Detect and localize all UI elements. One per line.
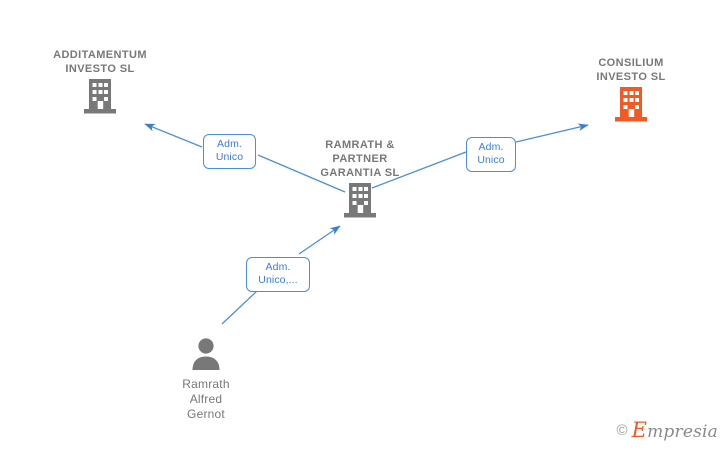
building-icon [338,180,382,225]
edge-label-adm-unico-person[interactable]: Adm. Unico,... [246,257,310,292]
graph-node-label: CONSILIUM INVESTO SL [596,57,666,83]
edge-ramrath-to-consilium [371,123,589,189]
graph-node-ramrath-alfred-gernot[interactable]: Ramrath Alfred Gernot [126,336,286,422]
edge-person-to-ramrath [221,225,341,325]
building-icon [78,76,122,121]
edge-label-adm-unico-additamentum[interactable]: Adm. Unico [203,134,256,169]
person-icon [186,336,226,377]
brand-wordmark: Empresia [632,418,718,442]
copyright-icon: © [616,421,628,439]
edge-ramrath-to-additamentum [144,123,346,193]
graph-node-additamentum-investo-sl[interactable]: ADDITAMENTUM INVESTO SL [20,48,180,121]
brand-initial: E [631,418,648,442]
brand-rest: mpresia [647,422,718,442]
graph-node-consilium-investo-sl[interactable]: CONSILIUM INVESTO SL [551,56,711,129]
graph-node-ramrath-partner-garantia-sl[interactable]: RAMRATH & PARTNER GARANTIA SL [280,138,440,225]
graph-node-label: ADDITAMENTUM INVESTO SL [53,49,147,75]
graph-node-label: Ramrath Alfred Gernot [182,377,230,421]
empresia-watermark: © Empresia [617,418,718,442]
graph-node-label: RAMRATH & PARTNER GARANTIA SL [320,139,400,179]
edge-label-adm-unico-consilium[interactable]: Adm. Unico [466,137,516,172]
building-icon [609,84,653,129]
